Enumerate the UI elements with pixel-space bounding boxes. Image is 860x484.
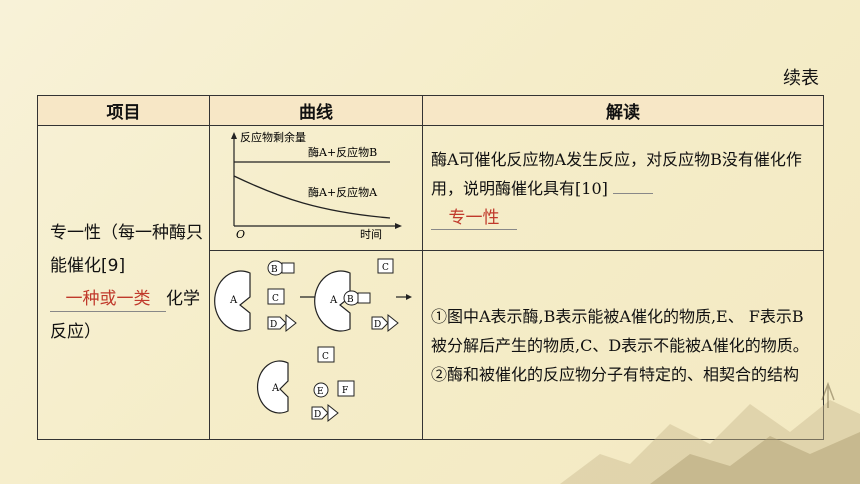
enzyme-a-shape-3: [257, 360, 289, 414]
molecule-d-tail-3: [327, 403, 339, 423]
interpretation-cell-2: ①图中A表示酶,B表示能被A催化的物质,E、 F表示B被分解后产生的物质,C、D…: [422, 250, 824, 440]
molecule-d-tail-2: [387, 313, 399, 333]
enzyme-a-shape-2: [314, 270, 351, 332]
x-axis-arrow: [395, 223, 402, 229]
item-answer-blank: 一种或一类: [50, 287, 166, 312]
lock-key-diagram: A B C D A B: [214, 258, 412, 423]
y-axis-arrow: [231, 132, 237, 139]
enzyme-a-label-3: A: [271, 383, 280, 394]
item-ref: [9]: [101, 255, 126, 276]
interp1-text: 酶A可催化反应物A发生反应，对反应物B没有催化作用，说明酶催化具有: [431, 149, 802, 198]
upper-curve-label: 酶A+反应物B: [308, 145, 377, 159]
molecule-d-1: [267, 316, 287, 330]
item-text-post: 化学反应）: [50, 288, 200, 342]
enzyme-diagram-cell: A B C D A B: [209, 250, 423, 440]
molecule-d-3: [311, 406, 329, 420]
lower-curve-label: 酶A+反应物A: [308, 185, 378, 199]
interp1-ref: [10]: [575, 178, 608, 198]
header-interpretation: 解读: [422, 95, 824, 126]
molecule-c-label-2: C: [382, 263, 389, 273]
table-caption: 续表: [783, 68, 819, 89]
interp2-line2: ②酶和被催化的反应物分子有特定的、相契合的结构: [431, 364, 800, 384]
molecule-c-3: [317, 346, 335, 363]
substrate-b-label-1: B: [271, 265, 278, 275]
molecule-c-label-1: C: [272, 294, 279, 304]
y-axis-label: 反应物剩余量: [240, 130, 306, 144]
enzyme-a-label-1: A: [229, 295, 238, 306]
reaction-curve-graph: 反应物剩余量 O 时间 酶A+反应物B 酶A+反应物A: [231, 130, 402, 241]
product-f-label: F: [342, 386, 348, 396]
molecule-c-2: [377, 258, 394, 274]
enzyme-a-shape-1: [214, 270, 251, 332]
item-cell: 专一性（每一种酶只能催化[9] 一种或一类化学反应）: [37, 125, 210, 440]
molecule-c-label-3: C: [322, 352, 329, 362]
interpretation-cell-1: 酶A可催化反应物A发生反应，对反应物B没有催化作用，说明酶催化具有[10] 专一…: [422, 125, 824, 251]
interp1-answer-blank: 专一性: [431, 207, 517, 230]
molecule-d-label-2: D: [374, 320, 381, 330]
curve-graph-cell: 反应物剩余量 O 时间 酶A+反应物B 酶A+反应物A: [209, 125, 423, 251]
interp1-blank-line: [612, 192, 653, 194]
product-f: [337, 380, 355, 397]
substrate-b-label-2: B: [347, 295, 354, 305]
product-e-label: E: [317, 387, 324, 397]
x-axis-label: 时间: [360, 228, 382, 241]
substrate-b-tail-2: [357, 292, 371, 304]
molecule-d-label-3: D: [314, 410, 321, 420]
header-item: 项目: [37, 95, 210, 126]
origin-label: O: [236, 228, 245, 241]
molecule-d-2: [371, 316, 389, 330]
enzyme-a-label-2: A: [329, 295, 338, 306]
molecule-d-label-1: D: [270, 320, 277, 330]
arrow-2-head: [406, 294, 412, 300]
product-e: [313, 382, 329, 398]
lower-curve: [233, 175, 391, 219]
item-text-pre: 专一性（每一种酶只能催化: [50, 222, 203, 276]
enzyme-specificity-table: 项目 曲线 解读 专一性（每一种酶只能催化[9] 一种或一类化学反应） 反应物剩…: [37, 95, 824, 440]
substrate-b-tail-1: [281, 262, 295, 274]
molecule-d-tail-1: [285, 313, 297, 333]
interp2-line1: ①图中A表示酶,B表示能被A催化的物质,E、 F表示B被分解后产生的物质,C、D…: [431, 306, 809, 355]
molecule-c-1: [267, 288, 285, 305]
header-curve: 曲线: [209, 95, 423, 126]
